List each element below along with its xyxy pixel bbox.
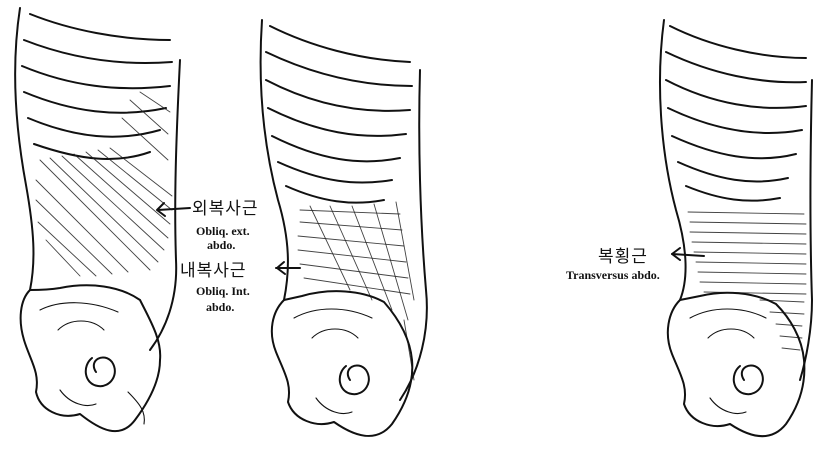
internal-oblique-label-en-line2: abdo.: [206, 300, 234, 314]
transversus-label-en: Transversus abdo.: [566, 268, 660, 282]
external-oblique-label-ko: 외복사근: [192, 194, 259, 219]
internal-oblique-label-en-line1: Obliq. Int.: [196, 284, 250, 298]
transversus-arrow: [672, 248, 704, 260]
torso-external-oblique-drawing: [15, 8, 180, 431]
external-oblique-label-en-line1: Obliq. ext.: [196, 224, 250, 238]
internal-oblique-label-ko: 내복사근: [180, 256, 247, 281]
torso-internal-oblique-drawing: [261, 20, 427, 436]
transversus-label-ko: 복횡근: [598, 242, 648, 267]
external-oblique-arrow: [157, 203, 190, 216]
external-oblique-label-en-line2: abdo.: [207, 238, 235, 252]
torso-transversus-drawing: [660, 20, 812, 436]
